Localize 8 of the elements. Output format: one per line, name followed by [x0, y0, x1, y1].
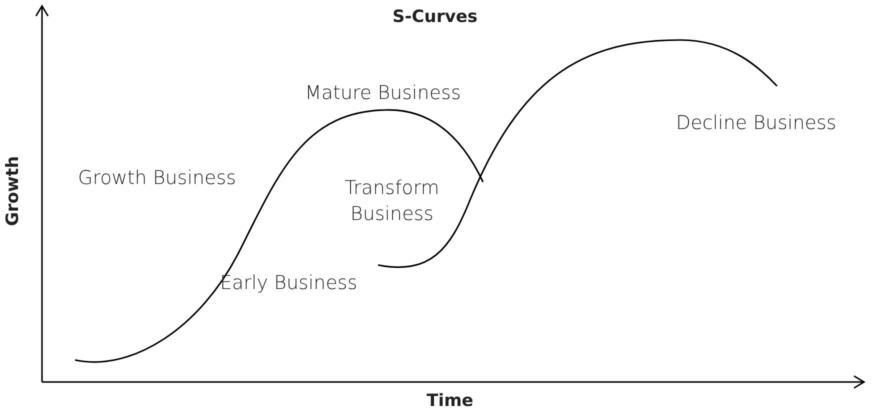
axis-label: Time [426, 390, 474, 413]
curve-label: Growth Business [78, 166, 236, 191]
axis-label: Growth [2, 156, 24, 226]
chart-title: S-Curves [392, 6, 478, 29]
curve-label: Decline Business [676, 111, 836, 136]
curve-label: Mature Business [305, 81, 461, 106]
curve-label: Early Business [220, 271, 358, 296]
curve-label: Transform Business [344, 176, 440, 227]
